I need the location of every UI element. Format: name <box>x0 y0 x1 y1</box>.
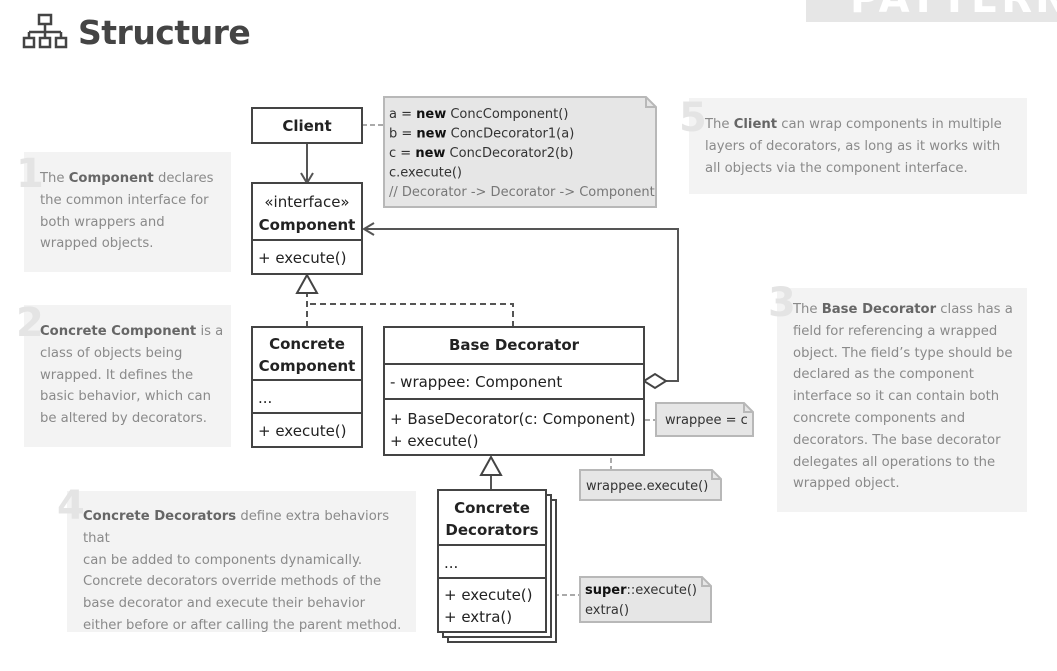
note-text: The Base Decorator class has a field for… <box>793 302 1013 492</box>
realization-triangle <box>295 272 319 294</box>
wrappee-assign-text: wrappee = c <box>665 413 748 428</box>
note-text: The Component declares the common interf… <box>40 171 214 252</box>
structure-hierarchy-icon <box>22 13 68 49</box>
base-decorator-class: Base Decorator - wrappee: Component + Ba… <box>383 326 645 456</box>
client-code-memo: a = new ConcComponent() b = new ConcDeco… <box>383 96 657 208</box>
section-header: Structure <box>22 10 251 54</box>
concrete-decorators-name-2: Decorators <box>445 521 538 539</box>
page-title: Structure <box>78 12 251 52</box>
concrete-decorators-field: ... <box>444 554 458 572</box>
svg-text:c = new ConcDecorator2(b): c = new ConcDecorator2(b) <box>389 146 573 161</box>
banner-text: PATTERNS <box>850 0 1057 22</box>
component-stereotype: «interface» <box>264 193 349 211</box>
base-decorator-ctor: + BaseDecorator(c: Component) <box>390 410 636 428</box>
concrete-decorators-name-1: Concrete <box>454 499 530 517</box>
wrappee-execute-memo: wrappee.execute() <box>579 469 722 501</box>
note-text: Concrete Decorators define extra behavio… <box>83 509 402 633</box>
note-concrete-component: 2 Concrete Component is a class of objec… <box>16 303 231 447</box>
client-code-comment: // Decorator -> Decorator -> Component <box>389 185 655 200</box>
wrappee-execute-text: wrappee.execute() <box>586 479 708 494</box>
concrete-decorators-method-2: + extra() <box>444 608 512 626</box>
super-execute-memo: super::execute() extra() <box>579 576 712 623</box>
aggregation-diamond <box>642 372 668 390</box>
concrete-component-field: ... <box>258 389 272 407</box>
note-base-decorator: 3 The Base Decorator class has a field f… <box>768 283 1027 512</box>
note-number: 3 <box>768 280 796 326</box>
base-decorator-field: - wrappee: Component <box>390 373 562 391</box>
wrappee-aggregation-line <box>362 222 679 382</box>
note-number: 2 <box>16 300 44 346</box>
concrete-decorators-method-1: + execute() <box>444 586 533 604</box>
wrappee-assign-memo: wrappee = c <box>655 402 754 437</box>
concrete-component-class: Concrete Component ... + execute() <box>251 326 363 448</box>
client-name: Client <box>282 117 331 135</box>
svg-text:b = new ConcDecorator1(a): b = new ConcDecorator1(a) <box>389 127 574 142</box>
concrete-component-method: + execute() <box>258 422 347 440</box>
note-concrete-decorators: 4 Concrete Decorators define extra behav… <box>57 486 416 633</box>
note-text: The Client can wrap components in multip… <box>705 117 1002 176</box>
svg-text:super::execute(): super::execute() <box>585 583 697 598</box>
note-number: 1 <box>16 151 44 197</box>
note-component: 1 The Component declares the common inte… <box>16 152 231 272</box>
inheritance-triangle <box>479 454 503 476</box>
base-decorator-realization-line <box>307 303 514 327</box>
component-name: Component <box>259 216 356 234</box>
svg-text:a = new ConcComponent(): a = new ConcComponent() <box>389 107 568 122</box>
base-decorator-method: + execute() <box>390 432 479 450</box>
concrete-component-name-1: Concrete <box>269 335 345 353</box>
extra-call-text: extra() <box>585 603 629 618</box>
note-number: 5 <box>679 95 707 141</box>
note-text: Concrete Component is a class of objects… <box>40 324 224 427</box>
patterns-banner: PATTERNS <box>806 0 1057 22</box>
client-code-line-4: c.execute() <box>389 166 462 181</box>
note-client: 5 The Client can wrap components in mult… <box>679 98 1027 194</box>
component-method: + execute() <box>258 249 347 267</box>
note-number: 4 <box>57 483 85 529</box>
component-interface: «interface» Component + execute() <box>251 182 363 275</box>
client-class: Client <box>251 107 363 144</box>
concrete-component-name-2: Component <box>259 357 356 375</box>
concrete-decorators-class: Concrete Decorators ... + execute() + ex… <box>437 489 557 643</box>
base-decorator-name: Base Decorator <box>449 336 580 354</box>
